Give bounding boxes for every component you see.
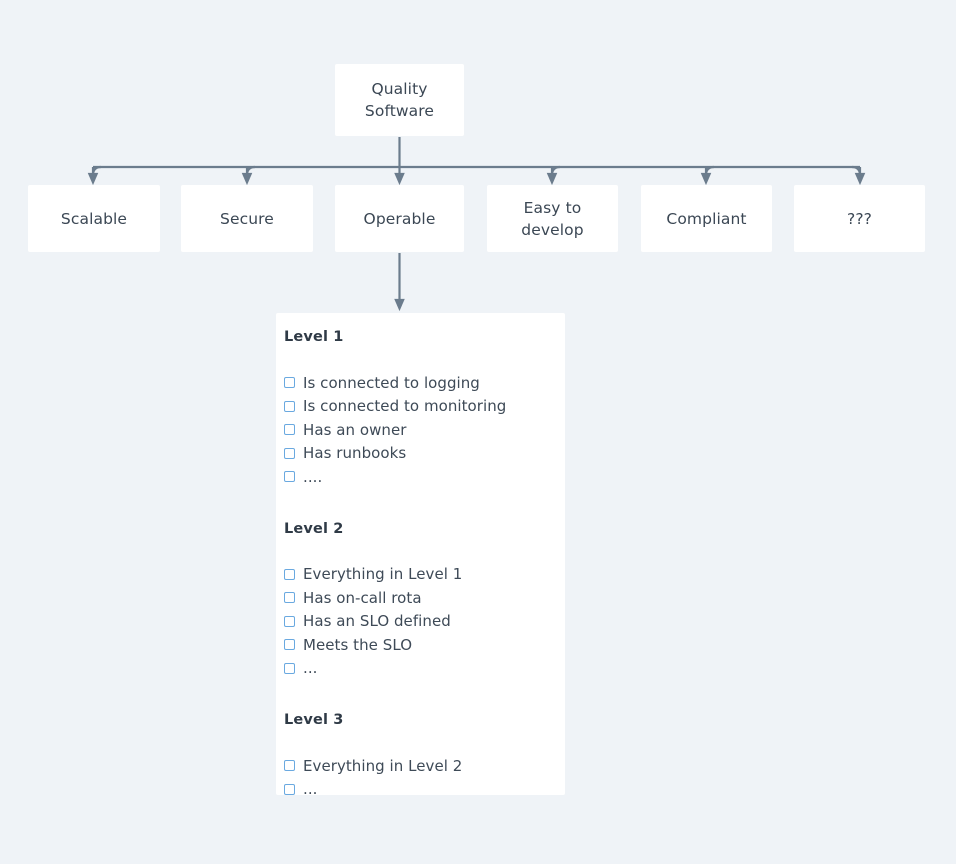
checklist-item-label: ... [303,780,318,799]
level-item-list: Everything in Level 2 ... [284,754,565,801]
checkbox-icon[interactable] [284,760,295,772]
checklist-item[interactable]: Is connected to monitoring [284,395,565,419]
checkbox-icon[interactable] [284,471,295,483]
checklist-item[interactable]: Everything in Level 2 [284,754,565,778]
checkbox-icon[interactable] [284,783,295,795]
level-item-list: Everything in Level 1 Has on-call rota H… [284,563,565,681]
checklist-item-label: Has on-call rota [303,588,422,607]
checklist-item-label: Is connected to logging [303,373,480,392]
checklist-item[interactable]: Meets the SLO [284,633,565,657]
node-operable[interactable]: Operable [335,185,464,252]
root-label-line1: Quality [371,80,428,98]
node-quality-software[interactable]: Quality Software [335,64,464,136]
checklist-item[interactable]: ... [284,657,565,681]
checkbox-icon[interactable] [284,592,295,604]
checkbox-icon[interactable] [284,447,295,459]
checklist-item[interactable]: Has an owner [284,418,565,442]
checkbox-icon[interactable] [284,400,295,412]
node-unknown[interactable]: ??? [794,185,925,252]
checklist-item-label: .... [303,467,323,486]
node-unknown-label: ??? [847,209,872,228]
checklist-item-label: Everything in Level 2 [303,756,463,775]
checklist-item-label: Has runbooks [303,444,407,463]
node-compliant-label: Compliant [666,209,747,228]
checklist-item-label: ... [303,659,318,678]
checklist-item[interactable]: Has an SLO defined [284,610,565,634]
checkbox-icon[interactable] [284,424,295,436]
checkbox-icon[interactable] [284,568,295,580]
checklist-item[interactable]: ... [284,778,565,802]
checklist-level-group: Level 2 Everything in Level 1 Has on-cal… [276,521,565,681]
root-label-line2: Software [364,102,435,120]
checkbox-icon[interactable] [284,639,295,651]
checklist-item-label: Meets the SLO [303,635,413,654]
level-item-list: Is connected to logging Is connected to … [284,371,565,489]
checklist-item[interactable]: .... [284,465,565,489]
node-operable-label: Operable [363,209,436,228]
level-heading: Level 1 [284,329,344,345]
checklist-item-label: Is connected to monitoring [303,397,507,416]
node-secure[interactable]: Secure [181,185,313,252]
checklist-level-group: Level 1 Is connected to logging Is conne… [276,329,565,489]
checklist-item-label: Everything in Level 1 [303,565,463,584]
checklist-level-group: Level 3 Everything in Level 2 ... [276,712,565,801]
checkbox-icon[interactable] [284,377,295,389]
node-scalable[interactable]: Scalable [28,185,160,252]
node-secure-label: Secure [220,209,274,228]
node-easy-to-develop[interactable]: Easy to develop [487,185,618,252]
checklist-item[interactable]: Has runbooks [284,442,565,466]
level-heading: Level 2 [284,520,344,537]
checkbox-icon[interactable] [284,615,295,627]
operable-checklist-panel: Level 1 Is connected to logging Is conne… [276,313,565,798]
checklist-item[interactable]: Is connected to logging [284,371,565,395]
level-heading: Level 3 [284,712,344,728]
checklist-item-label: Has an owner [303,420,407,439]
node-easy-to-develop-label-line2: develop [521,220,584,239]
checkbox-icon[interactable] [284,662,295,674]
node-easy-to-develop-label-line1: Easy to [523,198,582,217]
checklist-item[interactable]: Has on-call rota [284,586,565,610]
checklist-item[interactable]: Everything in Level 1 [284,563,565,587]
checklist-item-label: Has an SLO defined [303,612,451,631]
node-compliant[interactable]: Compliant [641,185,772,252]
node-scalable-label: Scalable [60,209,128,228]
